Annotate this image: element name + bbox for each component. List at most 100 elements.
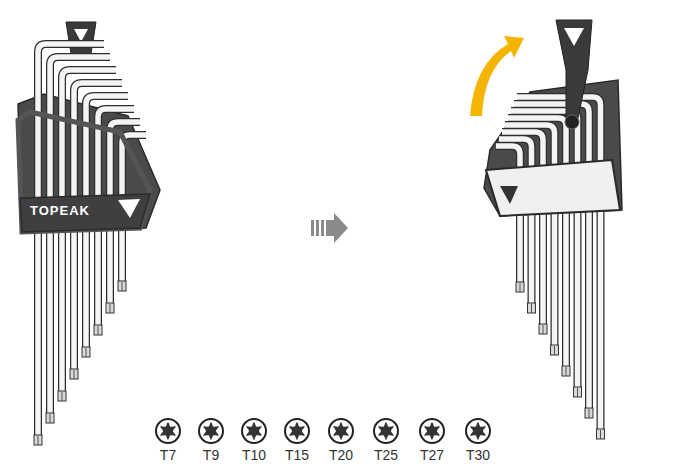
key-body [511,111,578,397]
torx-tip [551,345,559,355]
arrow-bar [311,220,314,236]
arrow-head [334,213,348,243]
torx-size-icon: T10 [237,418,271,463]
torx-circle [466,419,490,443]
torx-tip [585,408,593,418]
transition-arrow [311,213,348,243]
tip-groove [86,348,87,357]
key-outline [505,125,555,355]
key-outline [502,132,543,334]
torx-tip [94,325,102,335]
torx-size-icon: T27 [415,418,449,463]
torx-circle [156,419,180,443]
torx-size-icon: T20 [324,418,358,463]
key-outline [499,139,532,313]
size-label: T25 [369,447,403,463]
torx-tip [118,281,126,291]
size-label: T27 [415,447,449,463]
tip-groove [566,367,567,376]
torx-star [470,422,486,440]
arrow-bar [316,220,319,236]
tip-groove [543,325,544,334]
holder-triangle [118,199,140,218]
tip-groove [122,282,123,291]
key-set-unfolded [470,20,622,439]
tip-groove [600,430,601,439]
size-label: T7 [151,447,185,463]
torx-size-icon: T30 [461,418,495,463]
torx-star [160,422,176,440]
arrow-shaft [326,220,334,236]
key-body [517,97,601,439]
torx-star [378,422,394,440]
torx-size-icon: T25 [369,418,403,463]
torx-circle [374,419,398,443]
holder-tag [556,20,592,118]
torx-tip [34,435,42,445]
torx-tip [562,366,570,376]
torx-size-icon: T9 [194,418,228,463]
torx-tip [82,347,90,357]
torx-profile [284,418,310,444]
key-body [499,139,532,313]
torx-tip [58,391,66,401]
torx-size-icon: T7 [151,418,185,463]
torx-profile [155,418,181,444]
torx-tip [516,282,524,292]
torx-circle [242,419,266,443]
brand-plate: TOPEAK [24,201,687,220]
torx-star [424,422,440,440]
torx-circle [329,419,353,443]
torx-star [333,422,349,440]
size-label: T9 [194,447,228,463]
torx-circle [199,419,223,443]
tip-groove [531,304,532,313]
tip-groove [577,388,578,397]
pivot [565,115,579,129]
torx-profile [328,418,354,444]
tip-groove [110,304,111,313]
key-outline [514,104,589,418]
torx-tip [574,387,582,397]
torx-profile [419,418,445,444]
torx-tip [46,413,54,423]
tip-groove [62,392,63,401]
key-body [514,104,589,418]
torx-size-icon: T15 [280,418,314,463]
torx-tip [70,369,78,379]
size-label: T30 [461,447,495,463]
tip-groove [74,370,75,379]
rotate-arrow [470,36,524,116]
torx-tip [539,324,547,334]
key-outline [511,111,578,397]
torx-star [203,422,219,440]
torx-circle [285,419,309,443]
tip-groove [520,283,521,292]
tag-hole [564,28,584,46]
tip-groove [554,346,555,355]
tip-groove [98,326,99,335]
key-body [508,118,566,376]
torx-circle [420,419,444,443]
torx-star [246,422,262,440]
torx-profile [198,418,224,444]
torx-star [289,422,305,440]
arrow-bar [321,220,324,236]
key-outline [508,118,566,376]
size-label: T10 [237,447,271,463]
holder-triangle [500,186,518,204]
torx-profile [373,418,399,444]
key-body [502,132,543,334]
torx-tip [528,303,536,313]
torx-profile [241,418,267,444]
holder-frame [486,160,620,216]
tip-groove [50,414,51,423]
key-body [505,125,555,355]
size-label: T15 [280,447,314,463]
torx-tip [106,303,114,313]
torx-profile [465,418,491,444]
brand-name: TOPEAK [27,202,687,219]
tip-groove [589,409,590,418]
